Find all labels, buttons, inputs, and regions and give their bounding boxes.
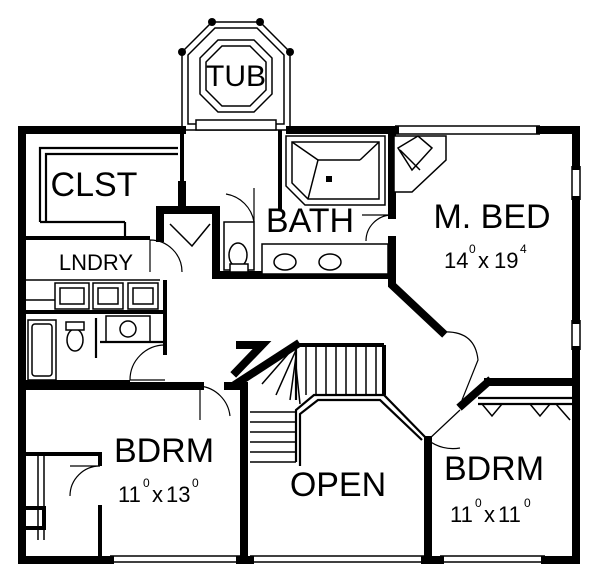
dryer-door [97, 287, 119, 305]
tub-bay: TUB [178, 18, 294, 131]
mbed-label: M. BED [433, 198, 550, 236]
tub-bay-post [256, 18, 264, 26]
mbed-dim-x: x [478, 248, 489, 273]
hall-vanity [105, 315, 151, 343]
mbed-dim-h-sup: 4 [520, 242, 527, 256]
bdrm1-label: BDRM [114, 432, 214, 470]
hall-toilet [66, 328, 84, 352]
bdrm2-door [427, 409, 461, 450]
open-railing [298, 398, 423, 466]
fireplace-hearth [396, 135, 434, 172]
bdrm1-dim-x: x [152, 482, 163, 507]
mbed-dim-w-sup: 0 [469, 242, 476, 256]
mbed-dim-h: 19 [494, 248, 518, 273]
tub-bay-inner [187, 27, 285, 125]
tub-bay-post [178, 48, 186, 56]
bdrm1-chase [20, 506, 46, 530]
tub-label: TUB [206, 60, 266, 93]
bdrm1-dim-h-sup: 0 [192, 476, 199, 490]
shower-slope [307, 159, 319, 200]
bedroom-2: BDRM 11 0 x 11 0 [424, 376, 580, 564]
master-bath-door [362, 214, 393, 242]
bdrm1-dim-w: 11 [118, 482, 141, 507]
lndry-label: LNDRY [59, 250, 134, 275]
master-bedroom: M. BED 14 0 x 19 4 [388, 126, 551, 401]
tub-bay-post [208, 18, 216, 26]
wall [388, 271, 448, 338]
wall [456, 376, 494, 411]
wc-door [225, 188, 255, 223]
shower-slope [291, 141, 319, 161]
bdrm2-dim-w-sup: 0 [475, 496, 482, 510]
laundry-door [149, 239, 183, 273]
closet-area: CLST [22, 134, 184, 240]
open-label: OPEN [290, 466, 386, 504]
bdrm1-closet-door [69, 465, 101, 497]
laundry-area: LNDRY [22, 239, 183, 355]
bdrm2-dim-w: 11 [450, 502, 473, 527]
bdrm1-dimensions: 11 0 x 13 0 [118, 476, 199, 507]
stair-wall [230, 339, 302, 390]
master-toilet-tank [229, 263, 249, 273]
bdrm2-closet-door [481, 403, 503, 418]
wall [156, 181, 186, 242]
linen-door [169, 223, 211, 248]
stair-treads-lower [250, 411, 296, 463]
bdrm2-dim-h: 11 [498, 502, 521, 527]
bdrm2-closet-door [555, 403, 571, 421]
mbed-dim-w: 14 [444, 248, 468, 273]
shower-slope [359, 141, 380, 161]
tub-fixture-inner [205, 45, 267, 107]
master-shower-inner [291, 141, 380, 200]
bdrm1-door [199, 385, 231, 420]
shower-drain [326, 176, 332, 182]
bdrm2-label: BDRM [444, 450, 544, 488]
stair-treads-upper [305, 345, 377, 395]
tub-bay-post [286, 48, 294, 56]
closet-shelf [44, 152, 178, 222]
bdrm2-dim-x: x [484, 502, 495, 527]
mbed-dimensions: 14 0 x 19 4 [444, 242, 527, 273]
bath-label: BATH [266, 202, 354, 240]
tub-step [195, 119, 277, 131]
hall-toilet-tank [65, 321, 85, 331]
stair-wall [230, 341, 272, 378]
bdrm1-dim-h: 13 [166, 482, 190, 507]
bedroom-1: BDRM 11 0 x 13 0 [18, 382, 248, 564]
hall-bath [22, 315, 166, 384]
stair-winder [261, 344, 301, 405]
master-bath: BATH [156, 130, 396, 279]
tub-fixture [199, 39, 273, 113]
hall-bathtub-inner [31, 323, 53, 377]
bdrm2-closet-door [529, 403, 551, 418]
washer-lid [59, 287, 85, 305]
fireplace [393, 135, 447, 193]
sink-bowl [132, 287, 154, 305]
vanity-sink-right [318, 253, 342, 271]
fireplace-firebox [399, 149, 421, 171]
vanity-sink-left [273, 253, 297, 271]
closet-shelf [38, 146, 178, 222]
stair-open-area: OPEN [230, 339, 429, 504]
master-door [441, 331, 479, 401]
clst-label: CLST [51, 166, 138, 204]
hall-vanity-sink [119, 320, 137, 338]
wall [178, 206, 394, 279]
bdrm1-closet-wall [22, 452, 102, 466]
bdrm2-dimensions: 11 0 x 11 0 [450, 496, 531, 527]
master-shower [285, 135, 386, 206]
bdrm1-dim-w-sup: 0 [143, 476, 150, 490]
open-railing [294, 393, 429, 462]
hall-bath-door [129, 344, 166, 381]
bdrm2-dim-h-sup: 0 [524, 496, 531, 510]
